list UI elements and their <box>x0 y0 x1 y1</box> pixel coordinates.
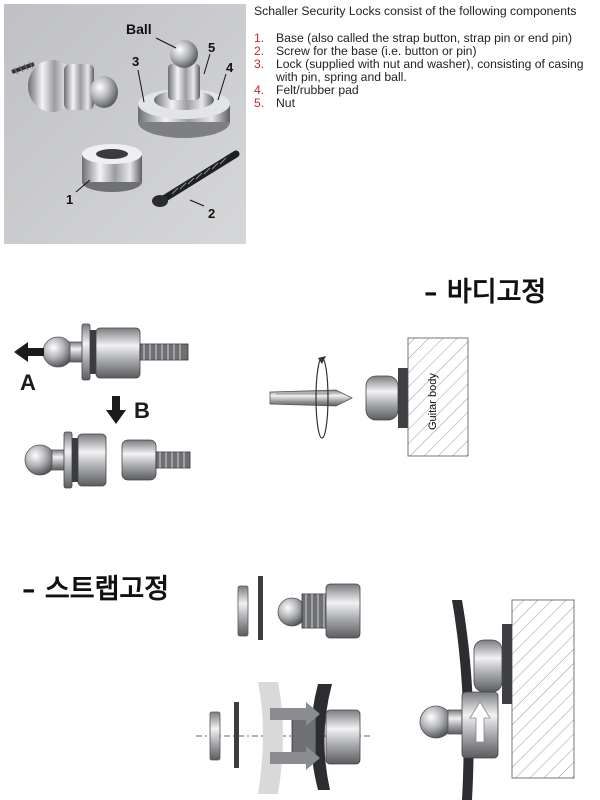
callout-4: 4 <box>226 60 234 75</box>
screwdriver <box>269 356 353 439</box>
lock-with-ball <box>138 40 230 138</box>
item-number: 1. <box>254 31 265 45</box>
strap-mount-diagram <box>196 576 575 800</box>
base-button <box>82 144 142 192</box>
item-text: Nut <box>276 96 295 110</box>
item-text: Felt/rubber pad <box>276 83 359 97</box>
label-b: B <box>134 398 150 423</box>
arrow-up <box>469 701 491 743</box>
callout-lines <box>75 37 227 207</box>
item-text: Base (also called the strap button, stra… <box>276 31 573 45</box>
left-lock-part <box>11 60 118 112</box>
item-text: Lock (supplied with nut and washer), con… <box>276 57 584 84</box>
strap-mount-heading: – 스트랩고정 <box>22 574 170 605</box>
separated-lock <box>24 431 107 489</box>
strap-assembly <box>196 682 372 794</box>
product-photo: Ball 3 5 4 1 2 <box>4 4 246 244</box>
assembled-lock <box>42 323 189 381</box>
item-number: 4. <box>254 83 265 97</box>
list-item: 2. Screw for the base (i.e. button or pin… <box>254 45 598 58</box>
nut <box>237 585 249 637</box>
button-into-body: Guitar body <box>365 337 469 457</box>
guitar-body <box>407 337 469 457</box>
callout-5: 5 <box>208 40 215 55</box>
guitar-body <box>511 599 575 779</box>
components-list: 1. Base (also called the strap button, st… <box>254 32 598 110</box>
item-number: 5. <box>254 96 265 110</box>
arrow-right <box>270 746 320 770</box>
callout-2: 2 <box>208 206 215 221</box>
lock-components-illustration: Ball 3 5 4 1 2 <box>4 4 246 244</box>
list-item: 1. Base (also called the strap button, st… <box>254 32 598 45</box>
body-mount-diagram: A B Guitar body <box>14 323 469 489</box>
arrow-b: B <box>106 396 150 424</box>
callout-1: 1 <box>66 192 73 207</box>
components-intro: Schaller Security Locks consist of the f… <box>254 4 577 18</box>
exploded-lock-parts <box>237 576 361 640</box>
arrow-a: A <box>14 342 44 395</box>
item-number: 3. <box>254 57 265 71</box>
strap-locked-on-body <box>419 599 575 800</box>
body-mount-heading: – 바디고정 <box>424 277 547 308</box>
list-item: 4. Felt/rubber pad <box>254 84 598 97</box>
washer <box>258 576 263 640</box>
label-a: A <box>20 370 36 395</box>
arrow-right <box>270 702 320 726</box>
list-item: 3. Lock (supplied with nut and washer), c… <box>254 58 598 84</box>
ball-label: Ball <box>126 21 152 37</box>
callout-3: 3 <box>132 54 139 69</box>
strap-dark <box>311 684 332 790</box>
strap-light <box>258 682 283 794</box>
base-screw <box>152 150 240 207</box>
item-text: Screw for the base (i.e. button or pin) <box>276 44 477 58</box>
item-number: 2. <box>254 44 265 58</box>
strap-button-with-screw <box>121 439 191 481</box>
list-item: 5. Nut <box>254 97 598 110</box>
guitar-body-label: Guitar body <box>427 373 439 430</box>
